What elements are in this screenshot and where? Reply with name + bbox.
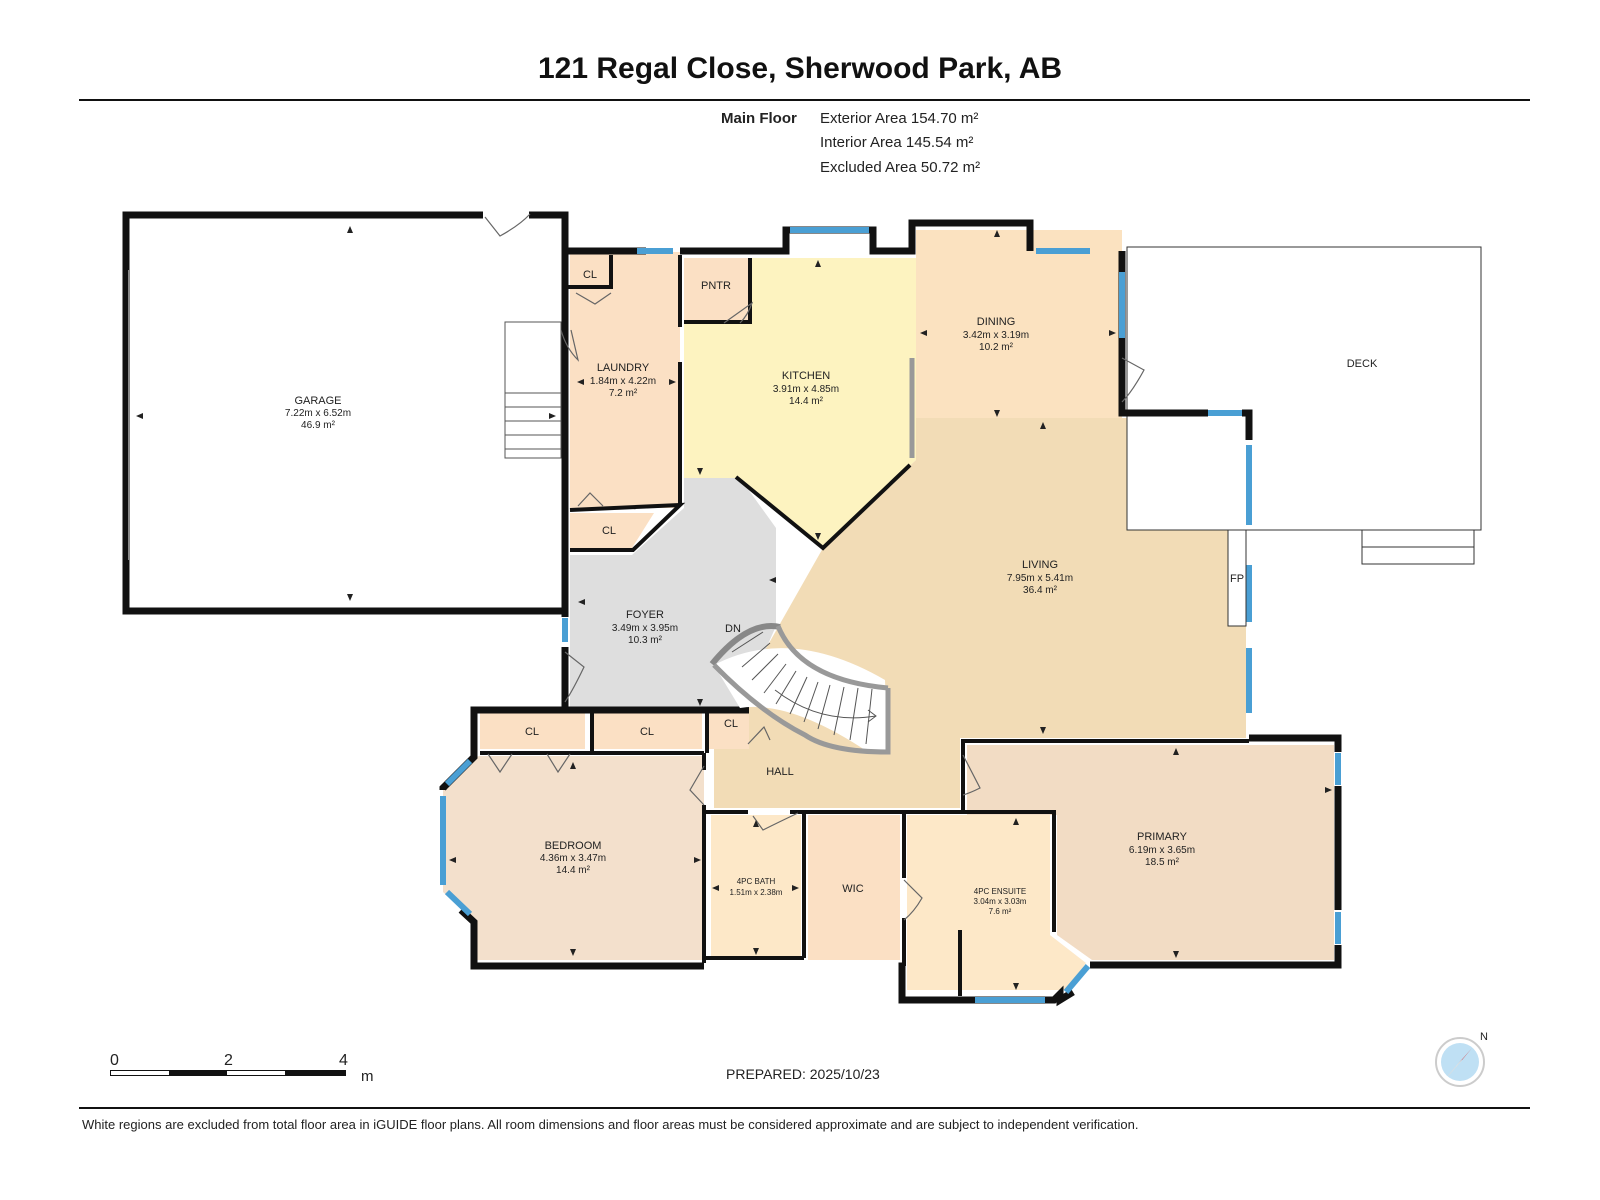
laundry-area: 7.2 m² (609, 388, 638, 399)
bedroom-name: BEDROOM (545, 840, 602, 852)
scale-seg-1 (111, 1071, 170, 1075)
scale-bar-graphic (110, 1070, 346, 1076)
bedroom-area: 14.4 m² (556, 865, 591, 876)
door-swings (484, 213, 1145, 921)
pantry-name: PNTR (701, 280, 731, 292)
compass-north-label: N (1480, 1031, 1488, 1043)
kitchen-fill (684, 258, 916, 548)
footer-divider (79, 1107, 1530, 1109)
wic-fill (808, 815, 900, 960)
dining-area: 10.2 m² (979, 342, 1014, 353)
bedroom-dims: 4.36m x 3.47m (540, 853, 606, 864)
foyer-area: 10.3 m² (628, 635, 663, 646)
kitchen-area: 14.4 m² (789, 396, 824, 407)
closet-2-label: CL (640, 726, 654, 738)
living-name: LIVING (1022, 559, 1058, 571)
scale-seg-2 (169, 1071, 228, 1075)
scale-tick-0: 0 (110, 1052, 119, 1069)
compass-icon: N (1432, 1028, 1492, 1088)
pantry-fill (684, 258, 752, 320)
garage-dims: 7.22m x 6.52m (285, 408, 351, 419)
living-dims: 7.95m x 5.41m (1007, 573, 1073, 584)
scale-tick-2: 2 (224, 1052, 233, 1069)
deck-name: DECK (1347, 358, 1378, 370)
bath-dims: 1.51m x 2.38m (730, 888, 783, 897)
ensuite-area: 7.6 m² (989, 907, 1012, 916)
primary-dims: 6.19m x 3.65m (1129, 845, 1195, 856)
dimension-arrows (136, 226, 1332, 990)
windows (440, 227, 1341, 1003)
ensuite-name: 4PC ENSUITE (974, 887, 1026, 896)
scale-seg-4 (285, 1071, 345, 1075)
title-divider (79, 99, 1530, 101)
kitchen-name: KITCHEN (782, 370, 830, 382)
ensuite-fill (907, 815, 1086, 990)
laundry-fill (570, 252, 680, 508)
scale-unit: m (361, 1068, 374, 1085)
living-area: 36.4 m² (1023, 585, 1058, 596)
page-title: 121 Regal Close, Sherwood Park, AB (537, 52, 1063, 85)
scale-bar: 0 2 4 m (110, 1052, 374, 1092)
curved-staircase (709, 623, 891, 755)
fireplace-label: FP (1230, 573, 1244, 585)
closet-laundry-bottom-label: CL (602, 525, 616, 537)
primary-area: 18.5 m² (1145, 857, 1180, 868)
laundry-name: LAUNDRY (597, 362, 650, 374)
closet-1-fill (480, 711, 585, 749)
closet-laundry-fill (570, 513, 654, 548)
wic-name: WIC (842, 883, 863, 895)
scale-tick-4: 4 (339, 1052, 348, 1069)
dining-name: DINING (977, 316, 1016, 328)
bath-fill (711, 815, 801, 957)
scale-seg-3 (227, 1071, 286, 1075)
room-labels: GARAGE 7.22m x 6.52m 46.9 m² LAUNDRY 1.8… (285, 269, 1378, 916)
dining-fill (916, 230, 1122, 418)
prepared-date: PREPARED: 2025/10/23 (726, 1066, 880, 1082)
bath-name: 4PC BATH (737, 877, 776, 886)
fireplace (1227, 529, 1247, 627)
foyer-dims: 3.49m x 3.95m (612, 623, 678, 634)
floor-label: Main Floor (721, 110, 797, 127)
deck (1126, 246, 1482, 565)
closet-laundry-top-label: CL (583, 269, 597, 281)
interior-area: Interior Area 145.54 m² (820, 134, 974, 151)
excluded-area: Excluded Area 50.72 m² (820, 159, 981, 176)
ensuite-dims: 3.04m x 3.03m (974, 897, 1027, 906)
garage-steps (504, 321, 562, 459)
closet-1-label: CL (525, 726, 539, 738)
closet-3-fill (709, 711, 749, 749)
kitchen-dims: 3.91m x 4.85m (773, 384, 839, 395)
footnote: White regions are excluded from total fl… (82, 1117, 1139, 1132)
dining-dims: 3.42m x 3.19m (963, 330, 1029, 341)
garage-fill (129, 216, 562, 608)
garage-area: 46.9 m² (301, 420, 336, 431)
closet-2-fill (592, 711, 702, 749)
closet-3-label: CL (724, 718, 738, 730)
bedroom-fill (443, 756, 704, 960)
primary-fill (967, 745, 1334, 960)
exterior-walls (122, 211, 1342, 1007)
exterior-area: Exterior Area 154.70 m² (820, 110, 979, 127)
stairs-down-label: DN (725, 623, 741, 635)
laundry-dims: 1.84m x 4.22m (590, 376, 656, 387)
primary-name: PRIMARY (1137, 831, 1188, 843)
hall-name: HALL (766, 766, 794, 778)
garage-name: GARAGE (294, 395, 341, 407)
foyer-name: FOYER (626, 609, 664, 621)
interior-walls (480, 255, 1249, 996)
